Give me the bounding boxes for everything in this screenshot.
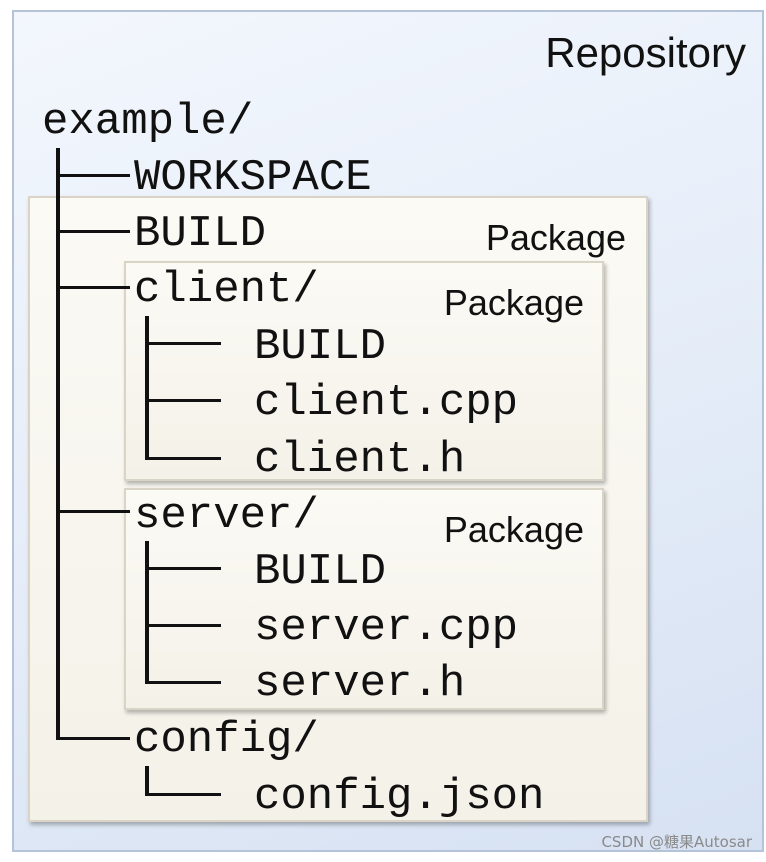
server-dir-label: server/ <box>134 491 319 541</box>
workspace-file: WORKSPACE <box>134 153 372 203</box>
server-package-label: Package <box>443 509 584 550</box>
client-package-box: Package <box>124 261 604 481</box>
tree-trunk-main <box>56 148 60 740</box>
server-subtree-trunk <box>145 541 149 684</box>
client-branch-cpp <box>145 399 221 402</box>
client-branch-h <box>145 457 221 460</box>
server-branch-build <box>145 567 221 570</box>
server-h-file: server.h <box>254 659 466 709</box>
server-package-box: Package <box>124 488 604 710</box>
config-json-file: config.json <box>254 772 545 822</box>
branch-server <box>56 510 130 513</box>
branch-workspace <box>56 174 130 177</box>
server-branch-h <box>145 681 221 684</box>
config-subtree-trunk <box>145 766 149 796</box>
server-branch-cpp <box>145 624 221 627</box>
branch-client <box>56 286 130 289</box>
config-dir-label: config/ <box>134 715 319 765</box>
client-dir-label: client/ <box>134 265 319 315</box>
branch-config <box>56 737 130 740</box>
client-cpp-file: client.cpp <box>254 378 519 428</box>
root-build-file: BUILD <box>134 209 267 259</box>
client-h-file: client.h <box>254 435 466 485</box>
repository-label: Repository <box>545 29 746 76</box>
client-branch-build <box>145 342 221 345</box>
client-subtree-trunk <box>145 316 149 460</box>
client-package-label: Package <box>443 282 584 323</box>
root-package-label: Package <box>485 217 626 258</box>
server-cpp-file: server.cpp <box>254 603 519 653</box>
branch-build <box>56 230 130 233</box>
config-branch-json <box>145 793 221 796</box>
client-build-file: BUILD <box>254 322 387 372</box>
root-dir-label: example/ <box>42 97 254 147</box>
server-build-file: BUILD <box>254 547 387 597</box>
watermark: CSDN @糖果Autosar <box>601 833 752 851</box>
